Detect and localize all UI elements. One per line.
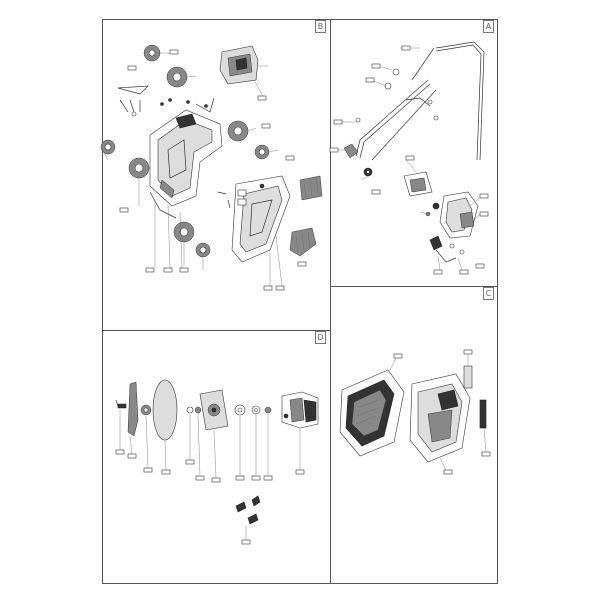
motor-unit <box>281 391 319 429</box>
panel-d-callouts <box>115 449 305 545</box>
panel-a-parts <box>329 41 489 275</box>
switch-box <box>403 171 433 197</box>
panel-d-tag: D <box>315 331 326 344</box>
cutting-blade <box>127 381 139 437</box>
panel-c-tag: C <box>483 287 494 300</box>
blade-bolt <box>115 399 127 409</box>
panel-b-parts <box>100 44 323 291</box>
blade-adapter <box>140 404 152 416</box>
grass-box-cover <box>219 45 259 85</box>
horizontal-divider-right <box>330 286 498 287</box>
upper-handle <box>411 41 485 161</box>
bearing-washers <box>234 404 272 416</box>
small-clips <box>217 189 247 209</box>
cable-clips <box>355 68 439 123</box>
vertical-divider <box>330 20 331 583</box>
cable-plug <box>429 235 465 263</box>
mower-deck-body <box>149 109 223 207</box>
bracket-set <box>117 85 149 117</box>
front-wheel-small <box>254 144 270 160</box>
panel-c-parts <box>339 349 491 475</box>
carbon-brushes <box>235 495 261 540</box>
motor-flange <box>199 389 229 431</box>
panel-d-parts <box>115 379 319 545</box>
spacer-rings <box>186 406 202 414</box>
rear-wheel-left <box>166 66 188 88</box>
parts-diagram-sheet: B A D C <box>102 19 498 584</box>
grass-box-handle <box>463 365 473 389</box>
rear-brush <box>299 175 323 201</box>
panel-b-callouts <box>119 49 307 291</box>
panel-a-tag: A <box>483 20 494 33</box>
lower-deck <box>231 175 291 263</box>
panel-b-tag: B <box>315 20 326 33</box>
panel-d-leaders <box>119 410 301 479</box>
side-wheel-lower <box>128 157 150 179</box>
side-wheel-left <box>100 139 116 155</box>
grass-box-rear <box>339 369 405 457</box>
motor-housing-parts <box>425 191 479 239</box>
panel-b-leaders <box>100 52 283 287</box>
front-wheel-right <box>227 120 249 142</box>
level-indicator <box>479 399 487 429</box>
brush-chute <box>289 227 317 257</box>
grass-box-front <box>409 373 471 463</box>
rear-wheel-upper <box>143 44 161 62</box>
wheel-bottom-small <box>195 242 211 258</box>
panel-a-callouts <box>329 45 489 275</box>
panel-c-callouts <box>393 349 491 475</box>
panel-c-leaders <box>389 354 487 471</box>
fan-disc <box>152 379 178 441</box>
lower-handle <box>355 79 437 161</box>
horizontal-divider-left <box>103 330 330 331</box>
height-adjust-parts <box>149 97 215 219</box>
wheel-bottom <box>173 221 195 243</box>
